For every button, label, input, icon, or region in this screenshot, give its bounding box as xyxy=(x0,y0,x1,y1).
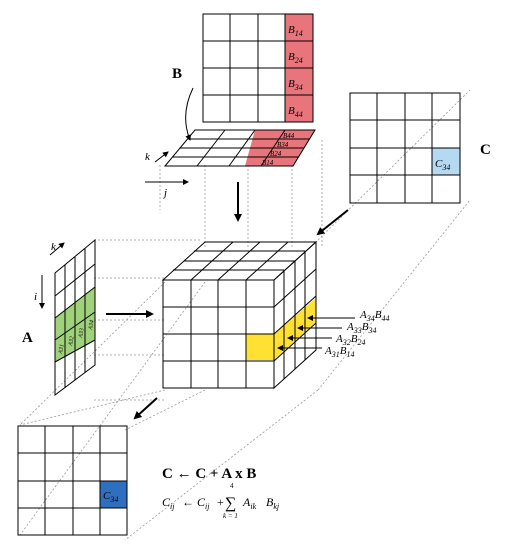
b24-label: B24 xyxy=(288,51,303,65)
axis-k-top-arrow xyxy=(154,151,169,163)
a31-cell: A31 xyxy=(58,344,66,356)
b-rotate-arrow xyxy=(185,87,194,141)
a33-cell: A33 xyxy=(78,328,86,340)
matrix-a-label: A xyxy=(22,330,33,346)
cube-to-c-arrow xyxy=(133,397,158,420)
a32-cell: A32 xyxy=(68,336,76,348)
product-labels: A34B44 A33B34 A32B24 A31B14 xyxy=(277,309,389,359)
svg-text:∑: ∑ xyxy=(225,495,236,512)
guide-lines xyxy=(19,89,471,541)
svg-text:←: ← xyxy=(182,495,194,509)
product-a31-b14: A31B14 xyxy=(324,345,354,359)
axis-k-top-label: k xyxy=(145,151,151,163)
c-to-cube-arrow xyxy=(316,209,349,236)
matrix-c-result: C34 xyxy=(17,425,128,536)
svg-text:Bkj: Bkj xyxy=(266,495,280,511)
b-plane-cell-3: B24 xyxy=(270,150,282,158)
cube xyxy=(161,240,318,390)
matrix-a: A31 A32 A33 A34 xyxy=(54,238,96,396)
svg-text:Cij: Cij xyxy=(162,495,175,511)
svg-text:k = 1: k = 1 xyxy=(223,512,238,520)
matrix-b-label: B xyxy=(172,66,182,82)
c34-top-label: C34 xyxy=(435,158,450,172)
update-formula: C ← C + A x B xyxy=(162,466,256,482)
a34-cell: A34 xyxy=(87,320,96,332)
b-plane-cell-1: B44 xyxy=(283,132,295,140)
sum-formula: Cij ← Cij + 4 ∑ k = 1 Aik Bkj xyxy=(162,482,280,520)
axis-k-left-arrow xyxy=(49,242,65,256)
b-plane-cell-4: B14 xyxy=(262,159,274,167)
matrix-c-label: C xyxy=(480,142,491,158)
matrix-c: C34 xyxy=(349,92,461,204)
product-a33-b34: A33B34 xyxy=(346,321,376,335)
matrix-b-plane: B44 B34 B24 B14 xyxy=(163,129,316,167)
b14-label: B14 xyxy=(288,24,303,38)
axis-i-label: i xyxy=(34,291,37,303)
b34-label: B34 xyxy=(288,78,303,92)
axis-k-left-label: k xyxy=(51,241,57,253)
svg-text:+: + xyxy=(217,495,224,509)
svg-text:Aik: Aik xyxy=(242,495,257,511)
svg-text:4: 4 xyxy=(230,482,234,490)
b44-label: B44 xyxy=(288,105,303,119)
product-a32-b24: A32B24 xyxy=(335,333,365,347)
matrix-b: B14 B24 B34 B44 xyxy=(202,13,314,123)
product-a34-b44: A34B44 xyxy=(359,309,389,323)
b-plane-cell-2: B34 xyxy=(277,141,289,149)
axis-j-label: j xyxy=(162,187,167,199)
c34-bottom-label: C34 xyxy=(103,490,118,504)
svg-text:Cij: Cij xyxy=(197,495,210,511)
